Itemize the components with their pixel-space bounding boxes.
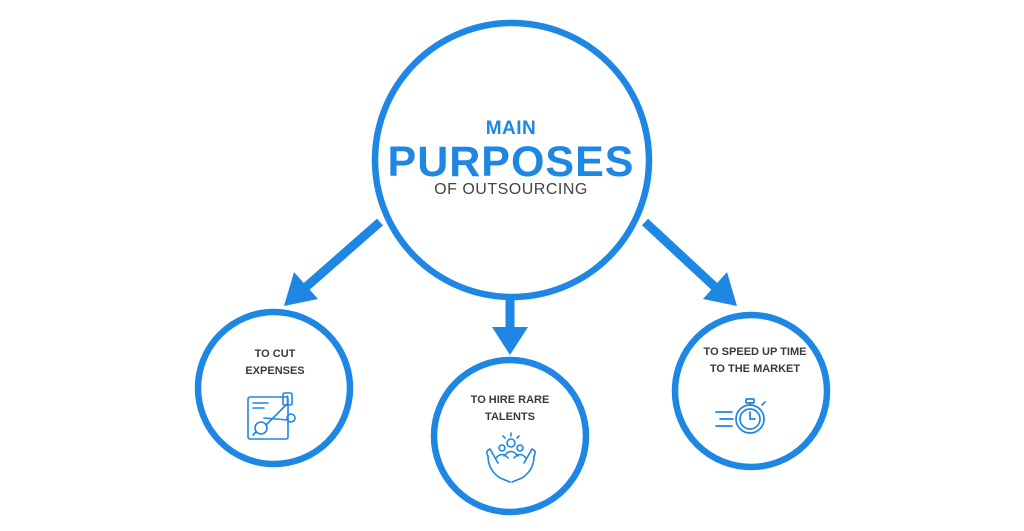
- arrow-middle-head: [492, 327, 528, 355]
- arrow-right-shaft: [641, 218, 719, 291]
- arrow-left-shaft: [303, 218, 383, 291]
- node-label-line1: TO CUT: [254, 348, 296, 360]
- center-subtitle: OF OUTSOURCING: [434, 181, 588, 198]
- arrow-right-head: [703, 272, 737, 306]
- node-circle-hire-talents: [430, 356, 590, 516]
- node-label-cut-expenses: TO CUT EXPENSES: [220, 346, 330, 380]
- center-circle: [371, 19, 653, 301]
- node-label-line1: TO SPEED UP TIME: [703, 346, 807, 358]
- node-label-line1: TO HIRE RARE: [470, 394, 550, 406]
- stopwatch-speed-icon: [715, 398, 766, 434]
- node-label-speed-up: TO SPEED UP TIME TO THE MARKET: [680, 344, 830, 378]
- node-label-line2: TALENTS: [485, 411, 535, 423]
- scissors-cut-expenses-icon: [247, 392, 296, 440]
- arrow-left-head: [284, 272, 318, 306]
- node-label-line2: TO THE MARKET: [709, 363, 801, 375]
- node-label-line2: EXPENSES: [245, 365, 305, 377]
- node-circle-speed-up: [671, 311, 831, 471]
- center-title-purposes: PURPOSES: [387, 138, 635, 186]
- node-circle-cut-expenses: [194, 308, 354, 468]
- node-label-hire-talents: TO HIRE RARE TALENTS: [455, 392, 565, 426]
- center-title-main: MAIN: [485, 118, 537, 139]
- hands-holding-team-icon: [486, 432, 536, 483]
